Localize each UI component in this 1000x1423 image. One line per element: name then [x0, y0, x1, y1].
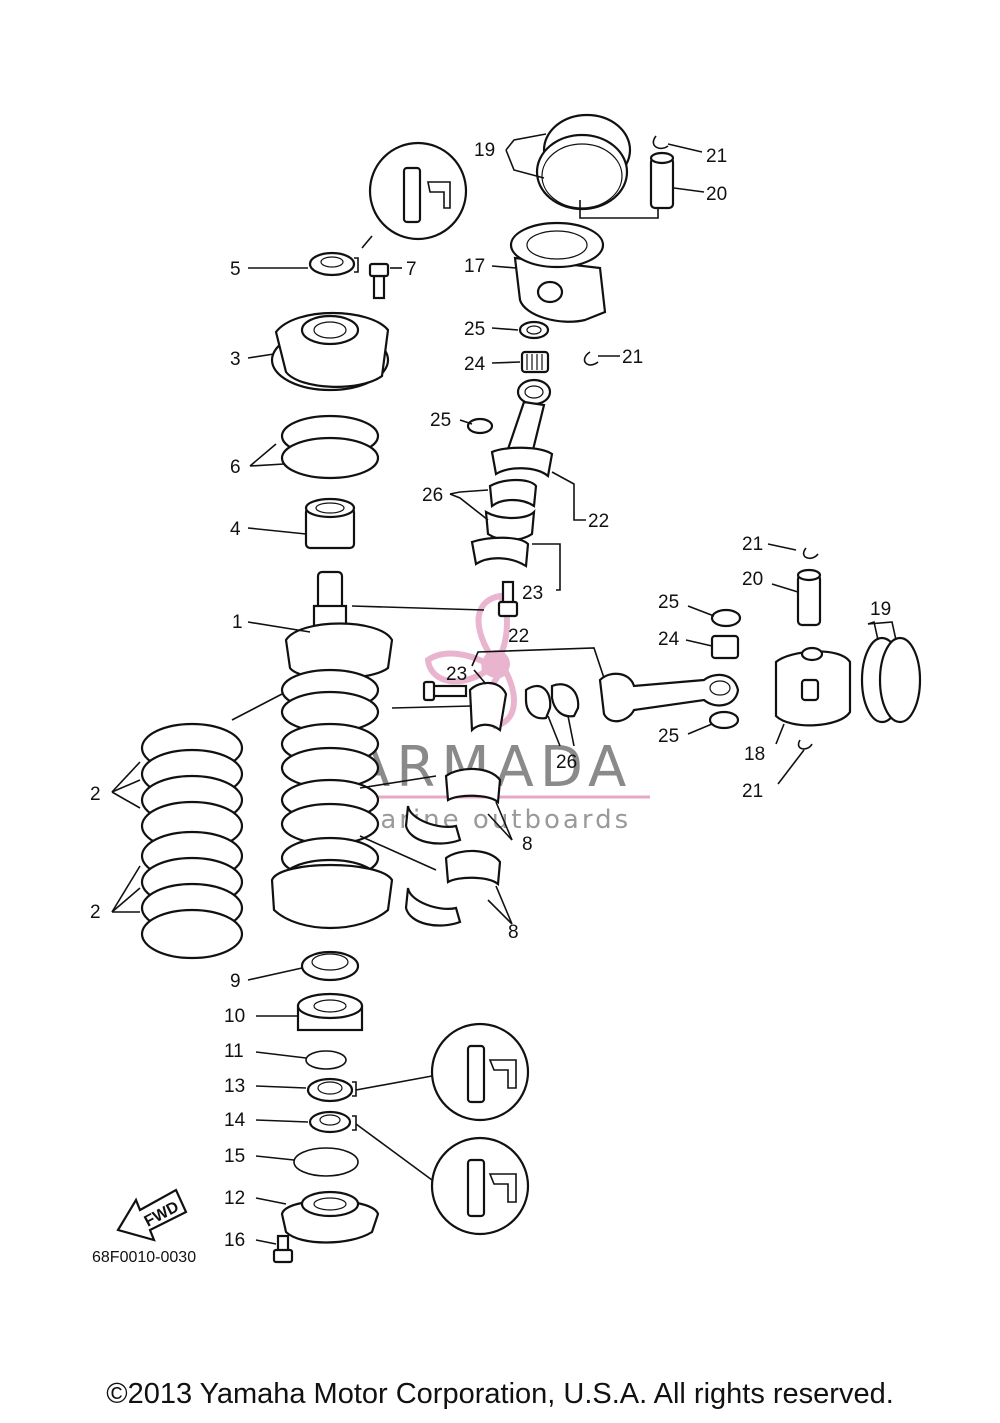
piston-ring-set-19-top	[535, 113, 632, 211]
callout-8-upper: 8	[522, 834, 533, 855]
crank-bearing-26-center	[524, 683, 580, 720]
circlip-21-mid	[583, 351, 599, 366]
callout-19-top: 19	[474, 140, 495, 161]
watermark-tagline: marine outboards	[352, 805, 631, 835]
connecting-rod-22-right	[598, 672, 740, 723]
callout-9: 9	[230, 971, 241, 992]
bolt-16	[272, 1234, 294, 1264]
callout-20-right: 20	[742, 569, 763, 590]
needle-bearing-24-top	[520, 350, 550, 374]
upper-bearing-housing-3	[270, 311, 390, 392]
callout-2-lower: 2	[90, 902, 101, 923]
callout-24-top: 24	[464, 354, 486, 375]
o-ring-15	[293, 1147, 359, 1177]
ball-bearing-10	[296, 992, 364, 1032]
washer-25-right-bottom	[708, 710, 740, 730]
callout-17: 17	[464, 256, 485, 277]
oil-seal-detail-inset-top	[368, 141, 468, 241]
callout-14: 14	[224, 1110, 246, 1131]
lower-bearing-housing-12	[280, 1190, 380, 1244]
callout-26-center: 26	[556, 752, 577, 773]
circlip-21-right-bottom	[797, 739, 813, 750]
ring-stack-2-lower	[140, 830, 244, 960]
callout-5: 5	[230, 259, 241, 280]
callout-6: 6	[230, 457, 241, 478]
rod-cap-22-top	[470, 536, 530, 568]
crank-bearing-26-top	[484, 478, 538, 542]
needle-bearing-24-right	[710, 634, 740, 660]
callout-20-top: 20	[706, 184, 727, 205]
washer-25-right-top	[710, 608, 742, 628]
callout-26-top: 26	[422, 485, 443, 506]
copyright-notice: ©2013 Yamaha Motor Corporation, U.S.A. A…	[106, 1378, 894, 1410]
callout-10: 10	[224, 1006, 245, 1027]
callout-21-right-bottom: 21	[742, 781, 763, 802]
snap-ring-11	[305, 1050, 347, 1070]
callout-25-top: 25	[464, 319, 485, 340]
callout-23-center: 23	[446, 664, 467, 685]
callout-4: 4	[230, 519, 241, 540]
oil-seal-9	[300, 950, 360, 982]
washer-25-top	[518, 320, 550, 340]
callout-labels: 19 21 20 5 7 17 3 25 21 24 25 6 26 22 4 …	[90, 140, 891, 1251]
callout-24-right: 24	[658, 629, 680, 650]
callout-8-lower: 8	[508, 922, 519, 943]
leader-lines	[111, 133, 897, 1245]
oil-seal-5	[308, 251, 356, 277]
callout-16: 16	[224, 1230, 245, 1251]
roller-bearing-4	[304, 497, 356, 550]
callout-21-mid: 21	[622, 347, 643, 368]
callout-21-top: 21	[706, 146, 727, 167]
oil-seal-detail-inset-middle	[430, 1022, 530, 1122]
piston-pin-20-top	[649, 151, 675, 210]
callout-11: 11	[224, 1041, 244, 1062]
o-ring-6	[280, 414, 380, 480]
circlip-21-top	[652, 135, 669, 150]
main-bearing-8-upper	[404, 767, 502, 845]
piston-17	[509, 221, 607, 323]
piston-pin-20-right	[796, 568, 822, 627]
callout-18: 18	[744, 744, 765, 765]
crankshaft-1	[270, 570, 394, 930]
circlip-21-right-top	[802, 547, 819, 560]
piston-18	[774, 646, 852, 727]
bolt-7	[368, 262, 390, 300]
piston-ring-set-19-right	[860, 636, 922, 724]
callout-3: 3	[230, 349, 241, 370]
callout-1: 1	[232, 612, 243, 633]
callout-22-top: 22	[588, 511, 609, 532]
oil-seal-14	[308, 1110, 352, 1134]
rod-cap-22-center	[468, 681, 508, 733]
callout-19-right: 19	[870, 599, 891, 620]
oil-seal-detail-inset-bottom	[430, 1136, 530, 1236]
callout-7: 7	[406, 259, 417, 280]
crank-webs	[270, 668, 394, 930]
fwd-arrow-icon: FWD	[116, 1188, 188, 1242]
callout-12: 12	[224, 1188, 245, 1209]
callout-25-right-top: 25	[658, 592, 679, 613]
callout-21-right-top: 21	[742, 534, 763, 555]
cap-bolt-23-top	[497, 580, 519, 618]
oil-seal-13	[306, 1077, 354, 1103]
connecting-rod-22-top	[466, 378, 554, 479]
callout-2-upper: 2	[90, 784, 101, 805]
callout-22-center: 22	[508, 626, 529, 647]
cap-bolt-23-center	[422, 680, 468, 702]
callout-25-right-bottom: 25	[658, 726, 679, 747]
callout-15: 15	[224, 1146, 245, 1167]
callout-13: 13	[224, 1076, 245, 1097]
callout-23-top: 23	[522, 583, 543, 604]
main-bearing-8-lower	[404, 849, 502, 927]
drawing-code: 68F0010-0030	[92, 1249, 196, 1266]
callout-25-rod: 25	[430, 410, 451, 431]
